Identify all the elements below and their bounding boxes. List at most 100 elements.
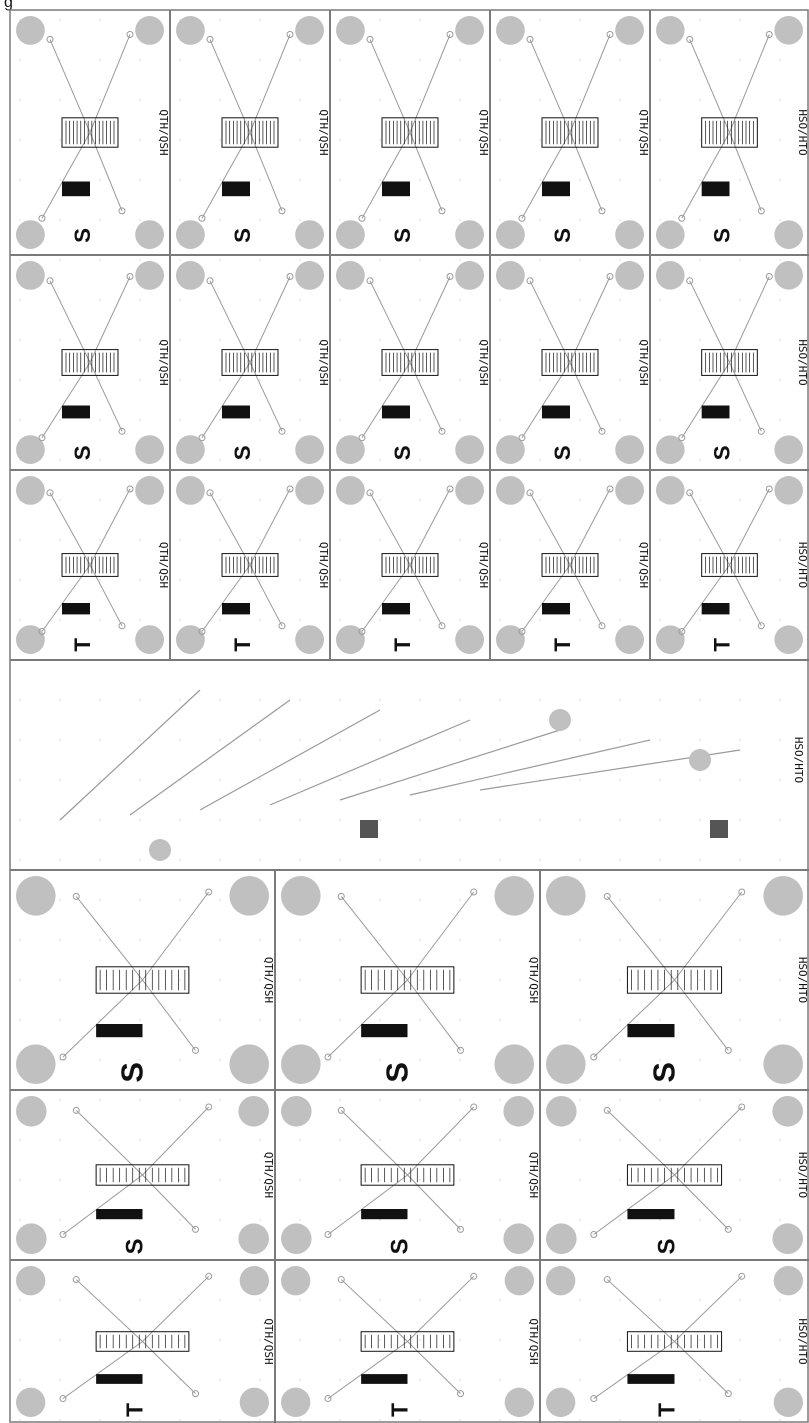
- grid-dot: [779, 739, 781, 741]
- signal-trace: [689, 492, 730, 566]
- signal-trace: [249, 488, 291, 566]
- mounting-pad: [546, 1387, 576, 1417]
- grid-dot: [419, 1059, 421, 1061]
- test-point: [598, 207, 606, 215]
- grid-dot: [339, 299, 341, 301]
- panel-label: HSO/HTO: [796, 542, 809, 588]
- grid-dot: [299, 1419, 301, 1421]
- signal-trace: [142, 979, 196, 1051]
- grid-dot: [259, 419, 261, 421]
- grid-dot: [179, 99, 181, 101]
- grid-dot: [219, 59, 221, 61]
- test-point: [765, 273, 773, 280]
- test-point: [678, 434, 686, 442]
- test-point: [192, 1046, 199, 1054]
- logo-block: [62, 181, 90, 197]
- grid-dot: [339, 139, 341, 141]
- grid-dot: [299, 939, 301, 941]
- connector-outline: [381, 553, 439, 577]
- panel-label: QTH/QSH: [317, 339, 330, 385]
- grid-dot: [219, 1379, 221, 1381]
- grid-dot: [779, 299, 781, 301]
- grid-dot: [299, 1299, 301, 1301]
- grid-dot: [779, 1379, 781, 1381]
- panel-letter: T: [122, 1403, 148, 1417]
- grid-dot: [499, 699, 501, 701]
- grid-dot: [779, 579, 781, 581]
- grid-dot: [179, 859, 181, 861]
- mounting-pad: [336, 220, 365, 250]
- logo-block: [62, 603, 90, 615]
- logo-block: [222, 181, 250, 197]
- grid-dot: [779, 1019, 781, 1021]
- signal-trace: [327, 979, 408, 1058]
- grid-dot: [539, 99, 541, 101]
- grid-dot: [659, 1099, 661, 1101]
- grid-dot: [259, 99, 261, 101]
- grid-dot: [579, 1299, 581, 1301]
- signal-trace: [409, 564, 443, 627]
- grid-dot: [739, 179, 741, 181]
- connector-outline: [541, 117, 599, 148]
- signal-trace: [529, 280, 571, 363]
- grid-dot: [779, 539, 781, 541]
- connector-outline: [626, 1331, 723, 1352]
- grid-dot: [259, 299, 261, 301]
- grid-dot: [99, 779, 101, 781]
- test-point: [590, 1395, 598, 1403]
- mounting-pad: [135, 435, 165, 464]
- grid-dot: [99, 699, 101, 701]
- mounting-pad: [615, 476, 644, 505]
- grid-dot: [539, 219, 541, 221]
- panel-letter: S: [70, 228, 95, 243]
- panel-letter: T: [230, 638, 255, 652]
- signal-trace: [249, 564, 283, 627]
- grid-dot: [419, 1379, 421, 1381]
- signal-trace: [142, 1174, 196, 1230]
- mounting-pad: [135, 16, 165, 45]
- mounting-pad: [295, 435, 324, 464]
- mounting-pad: [281, 1044, 321, 1084]
- panel-letter: T: [70, 638, 95, 652]
- connector-outline: [221, 553, 279, 577]
- grid-dot: [459, 419, 461, 421]
- test-point: [72, 892, 80, 900]
- grid-dot: [259, 499, 261, 501]
- test-point: [358, 214, 366, 222]
- grid-dot: [59, 1299, 61, 1301]
- grid-dot: [299, 819, 301, 821]
- grid-dot: [219, 1099, 221, 1101]
- grid-dot: [99, 1419, 101, 1421]
- grid-dot: [739, 939, 741, 941]
- panel-label: QTH/QSH: [527, 1152, 540, 1198]
- grid-dot: [99, 179, 101, 181]
- logo-block: [701, 181, 730, 197]
- grid-dot: [379, 779, 381, 781]
- grid-dot: [419, 219, 421, 221]
- grid-dot: [579, 139, 581, 141]
- logo-block: [96, 1209, 143, 1220]
- grid-dot: [459, 219, 461, 221]
- grid-dot: [499, 1339, 501, 1341]
- mounting-pad: [455, 16, 484, 45]
- grid-dot: [779, 59, 781, 61]
- mounting-pad: [774, 220, 803, 249]
- grid-dot: [659, 699, 661, 701]
- test-point: [724, 1225, 732, 1233]
- grid-dot: [379, 179, 381, 181]
- connector-outline: [360, 966, 455, 994]
- grid-dot: [499, 779, 501, 781]
- grid-dot: [619, 1099, 621, 1101]
- grid-dot: [99, 19, 101, 21]
- grid-dot: [419, 779, 421, 781]
- mounting-pad: [16, 476, 45, 505]
- test-point: [603, 892, 611, 900]
- grid-dot: [99, 299, 101, 301]
- logo-block: [222, 405, 250, 419]
- mounting-pad: [772, 1223, 803, 1254]
- signal-trace: [201, 132, 251, 219]
- grid-dot: [619, 899, 621, 901]
- grid-dot: [19, 99, 21, 101]
- grid-dot: [619, 1139, 621, 1141]
- grid-dot: [699, 1139, 701, 1141]
